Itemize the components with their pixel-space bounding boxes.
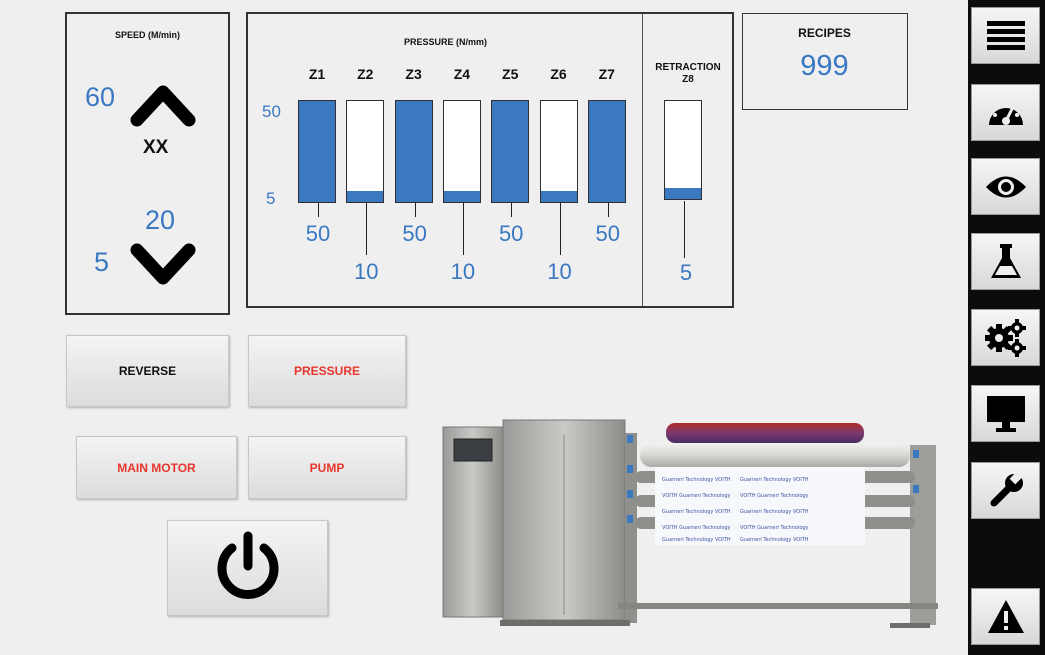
alarm-button[interactable] [971, 588, 1040, 645]
dashboard-button[interactable] [971, 84, 1040, 141]
eye-icon [985, 176, 1026, 197]
zone-bar[interactable] [491, 100, 530, 203]
svg-text:Guarneri Technology VOITH: Guarneri Technology VOITH [662, 509, 731, 515]
svg-text:Guarneri Technology VOITH: Guarneri Technology VOITH [662, 477, 731, 483]
zone-value: 50 [498, 221, 524, 246]
power-button[interactable] [167, 520, 328, 616]
zone-label: Z4 [453, 66, 471, 82]
main-motor-button[interactable]: MAIN MOTOR [76, 436, 237, 499]
retraction-title-line2: Z8 [682, 74, 694, 85]
zone-label: Z2 [357, 66, 374, 82]
zone-stem [366, 203, 368, 255]
svg-text:VOITH Guarneri Technology: VOITH Guarneri Technology [740, 525, 809, 531]
zone-bar-fill [347, 190, 384, 202]
zone-stem [559, 203, 561, 255]
svg-text:Guarneri Technology VOITH: Guarneri Technology VOITH [740, 477, 809, 483]
zone-bar-fill [588, 101, 625, 202]
zone-bar-fill [395, 101, 432, 202]
pressure-button[interactable]: PRESSURE [248, 335, 406, 407]
svg-text:VOITH Guarneri Technology: VOITH Guarneri Technology [740, 493, 809, 499]
zone-bar-fill [540, 190, 577, 202]
zone-bar[interactable] [587, 100, 626, 203]
zone-bar[interactable] [539, 100, 578, 203]
svg-text:Guarneri Technology VOITH: Guarneri Technology VOITH [740, 509, 809, 515]
view-button[interactable] [971, 158, 1040, 215]
pressure-title: PRESSURE (N/mm) [403, 37, 487, 47]
speed-panel: SPEED (M/min) 60 XX 20 5 [65, 12, 230, 315]
speedometer-icon [988, 101, 1023, 125]
zone-bar-fill [443, 190, 480, 202]
speed-upper-set: 20 [145, 205, 176, 235]
svg-text:VOITH Guarneri Technology: VOITH Guarneri Technology [662, 525, 731, 531]
zone-stem [511, 203, 513, 217]
zone-label: Z7 [598, 66, 615, 82]
recipes-title: RECIPES [798, 26, 851, 40]
zone-value: 10 [450, 259, 476, 284]
retraction-value: 5 [679, 260, 693, 285]
zone-stem [414, 203, 416, 217]
retraction-title: RETRACTION Z8 [644, 62, 732, 86]
speed-max-value: 60 [85, 82, 116, 112]
speed-up-arrow-icon[interactable] [129, 78, 197, 128]
pressure-scale-max: 50 [262, 102, 281, 121]
zone-value: 50 [595, 221, 621, 246]
lab-button[interactable] [971, 233, 1040, 290]
zone-stem [462, 203, 464, 255]
zone-bar[interactable] [298, 100, 336, 203]
retraction-stem [684, 201, 685, 258]
retraction-fill [665, 188, 701, 199]
retraction-divider [642, 14, 643, 306]
recipes-count: 999 [800, 50, 849, 82]
zone-bar-fill [299, 101, 335, 202]
svg-text:VOITH Guarneri Technology: VOITH Guarneri Technology [662, 493, 731, 499]
zone-bar-fill [492, 101, 529, 202]
pump-button[interactable]: PUMP [248, 436, 406, 499]
zone-value: 10 [354, 259, 379, 284]
zone-label: Z1 [308, 66, 326, 82]
settings-button[interactable] [971, 309, 1040, 366]
zone-bar[interactable] [442, 100, 481, 203]
retraction-bar[interactable] [664, 100, 702, 200]
monitor-icon [986, 395, 1025, 432]
power-icon [217, 531, 278, 599]
monitor-button[interactable] [971, 385, 1040, 442]
zone-bar[interactable] [346, 100, 385, 203]
maintenance-button[interactable] [971, 462, 1040, 519]
zone-label: Z3 [405, 66, 422, 82]
warning-icon [987, 599, 1024, 633]
speed-down-arrow-icon[interactable] [129, 240, 197, 292]
zone-value: 50 [305, 221, 331, 246]
speed-title: SPEED (M/min) [114, 30, 180, 40]
svg-text:Guarneri Technology VOITH: Guarneri Technology VOITH [740, 537, 809, 543]
zone-stem [318, 203, 319, 217]
speed-min-value: 5 [94, 247, 110, 277]
retraction-title-line1: RETRACTION [655, 62, 721, 73]
reverse-button[interactable]: REVERSE [66, 335, 229, 407]
wrench-icon [990, 471, 1023, 506]
recipes-box[interactable]: RECIPES 999 [742, 13, 908, 110]
machine-illustration: Guarneri Technology VOITH Guarneri Techn… [442, 419, 938, 628]
svg-text:Guarneri Technology VOITH: Guarneri Technology VOITH [662, 537, 731, 543]
zone-label: Z5 [502, 66, 519, 82]
zone-stem [607, 203, 609, 217]
flask-icon [990, 243, 1021, 278]
pressure-scale-min: 5 [266, 189, 276, 208]
gears-icon [984, 318, 1026, 357]
zone-value: 10 [547, 259, 572, 284]
menu-button[interactable] [971, 7, 1040, 64]
zone-label: Z6 [550, 66, 567, 82]
pressure-panel: PRESSURE (N/mm) 50 5 Z1 50 Z2 10 Z3 50 Z4 10 Z5 5… [246, 12, 734, 308]
sidebar [968, 0, 1045, 655]
zone-value: 50 [402, 221, 427, 246]
speed-current-value: XX [143, 137, 169, 158]
zone-bar[interactable] [394, 100, 433, 203]
menu-icon [986, 20, 1025, 50]
